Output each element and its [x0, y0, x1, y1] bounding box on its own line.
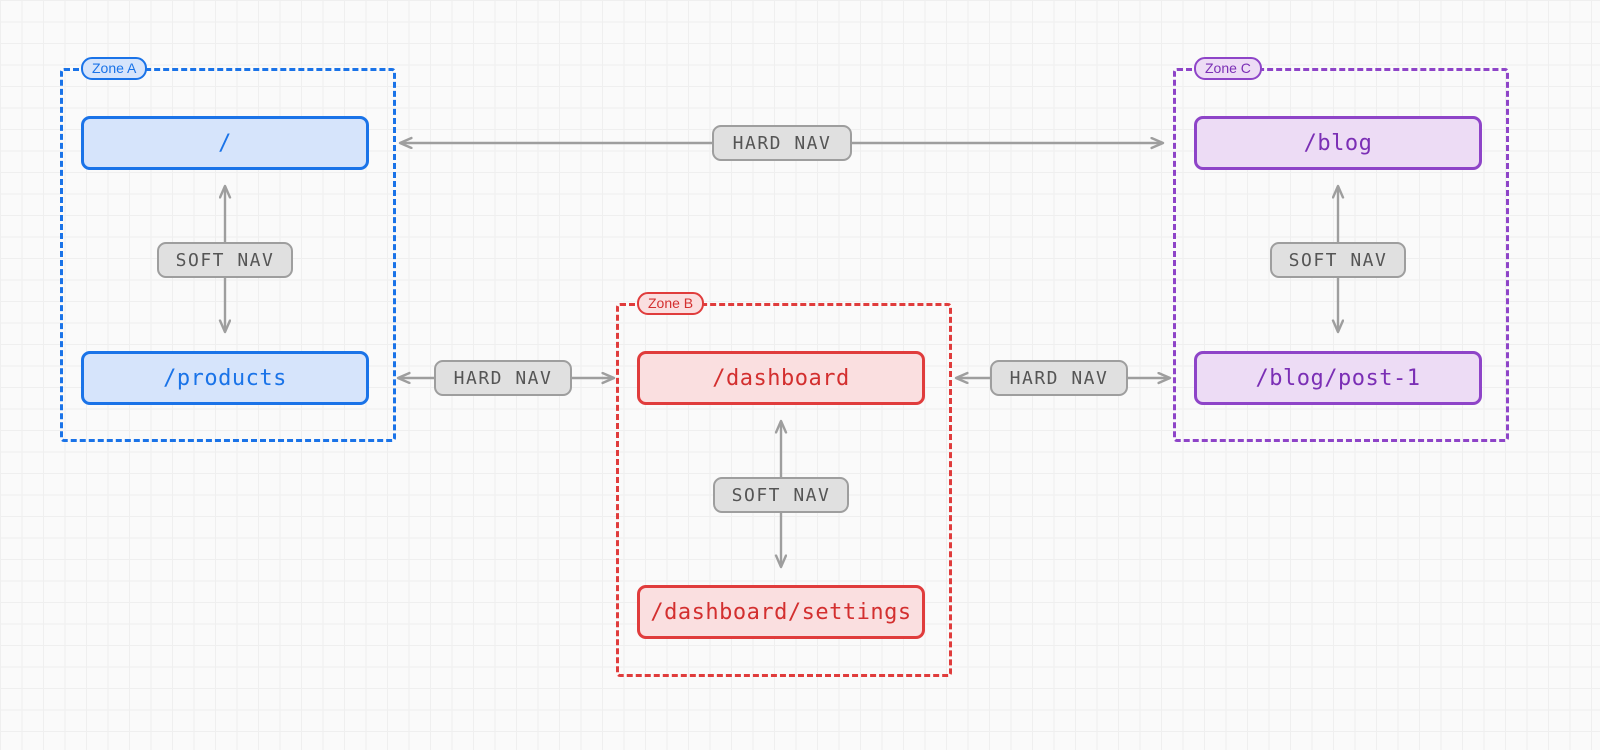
node-dashboard-settings-label: /dashboard/settings: [650, 599, 912, 625]
hard-nav-text: HARD NAV: [453, 367, 553, 389]
zone-a-label: Zone A: [81, 57, 148, 80]
soft-nav-text: SOFT NAV: [731, 484, 831, 506]
node-blog-post-1[interactable]: /blog/post-1: [1194, 351, 1482, 405]
node-dashboard-settings[interactable]: /dashboard/settings: [637, 585, 925, 639]
soft-nav-text: SOFT NAV: [175, 249, 275, 271]
edge-label-hard-nav-products-dashboard: HARD NAV: [434, 360, 572, 396]
node-blog-label: /blog: [1303, 130, 1373, 156]
node-blog[interactable]: /blog: [1194, 116, 1482, 170]
zone-b-container[interactable]: Zone B: [616, 292, 952, 677]
node-root-label: /: [218, 130, 232, 156]
edge-label-hard-nav-root-blog: HARD NAV: [712, 125, 852, 161]
node-dashboard[interactable]: /dashboard: [637, 351, 925, 405]
edge-label-soft-nav-zone-b: SOFT NAV: [713, 477, 849, 513]
zone-c-label: Zone C: [1194, 57, 1262, 80]
node-root[interactable]: /: [81, 116, 369, 170]
node-products-label: /products: [163, 365, 287, 391]
zone-b-label: Zone B: [637, 292, 705, 315]
edge-label-soft-nav-zone-c: SOFT NAV: [1270, 242, 1406, 278]
node-blog-post-1-label: /blog/post-1: [1255, 365, 1421, 391]
hard-nav-text: HARD NAV: [732, 132, 832, 154]
zone-a-container[interactable]: Zone A: [60, 57, 396, 442]
hard-nav-text: HARD NAV: [1009, 367, 1109, 389]
node-products[interactable]: /products: [81, 351, 369, 405]
edge-label-soft-nav-zone-a: SOFT NAV: [157, 242, 293, 278]
node-dashboard-label: /dashboard: [712, 365, 850, 391]
edge-label-hard-nav-dashboard-blogpost: HARD NAV: [990, 360, 1128, 396]
soft-nav-text: SOFT NAV: [1288, 249, 1388, 271]
zone-c-container[interactable]: Zone C: [1173, 57, 1509, 442]
